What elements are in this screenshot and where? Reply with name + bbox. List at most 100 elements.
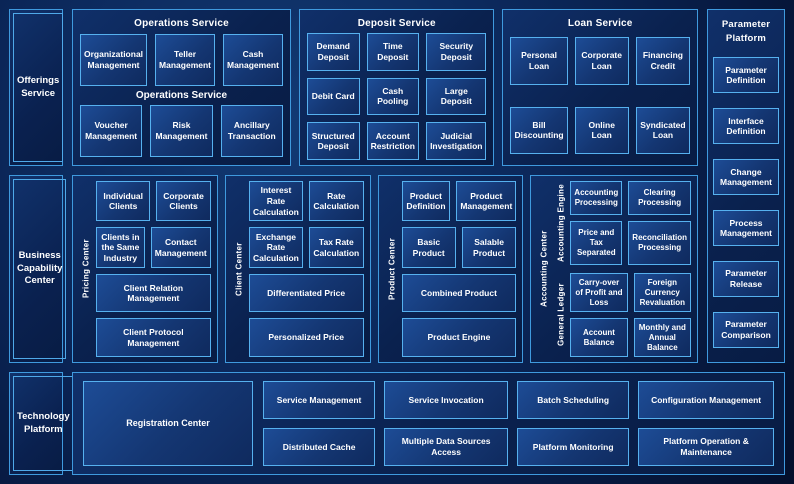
accounting-engine-grid: Accounting Processing Clearing Processin… bbox=[570, 181, 691, 265]
product-center-panel: Product Center Product Definition Produc… bbox=[377, 175, 524, 363]
node-exchange-rate-calculation: Exchange Rate Calculation bbox=[248, 227, 304, 268]
product-center-body: Product Definition Product Management Ba… bbox=[401, 181, 517, 357]
product-wide-row-1: Combined Product bbox=[401, 273, 517, 313]
node-service-invocation: Service Invocation bbox=[384, 381, 509, 419]
node-personalized-price: Personalized Price bbox=[248, 318, 364, 357]
node-structured-deposit: Structured Deposit bbox=[306, 122, 360, 160]
node-change-management: Change Management bbox=[713, 159, 779, 196]
offerings-service-label: Offerings Service bbox=[13, 13, 64, 162]
pricing-pair-row-1: Individual Clients Corporate Clients bbox=[96, 181, 211, 222]
offerings-band: Operations Service Organizational Manage… bbox=[72, 9, 699, 166]
node-rate-calculation: Rate Calculation bbox=[309, 181, 364, 222]
operations-service-mid-label: Operations Service bbox=[135, 90, 228, 101]
node-demand-deposit: Demand Deposit bbox=[306, 33, 360, 71]
node-service-management: Service Management bbox=[263, 381, 376, 419]
node-corporate-loan: Corporate Loan bbox=[574, 37, 629, 85]
pricing-wide-row-1: Client Relation Management bbox=[96, 273, 211, 313]
node-salable-product: Salable Product bbox=[461, 227, 517, 268]
node-differentiated-price: Differentiated Price bbox=[248, 273, 364, 313]
node-risk-management: Risk Management bbox=[150, 105, 213, 157]
client-pair-row-2: Exchange Rate Calculation Tax Rate Calcu… bbox=[248, 227, 364, 268]
accounting-center-side-label: Accounting Center bbox=[539, 230, 549, 308]
node-security-deposit: Security Deposit bbox=[426, 33, 487, 71]
general-ledger-group: General Ledger Carry-over of Profit and … bbox=[554, 273, 691, 357]
node-platform-monitoring: Platform Monitoring bbox=[517, 428, 630, 466]
node-large-deposit: Large Deposit bbox=[426, 77, 487, 116]
client-wide-row-1: Differentiated Price bbox=[248, 273, 364, 313]
pricing-wide-row-2: Client Protocol Management bbox=[96, 318, 211, 357]
pricing-center-side-label: Pricing Center bbox=[81, 239, 91, 299]
client-wide-row-2: Personalized Price bbox=[248, 318, 364, 357]
client-center-panel: Client Center Interest Rate Calculation … bbox=[224, 175, 371, 363]
node-parameter-comparison: Parameter Comparison bbox=[713, 312, 779, 349]
product-center-side-label: Product Center bbox=[387, 238, 397, 300]
node-account-restriction: Account Restriction bbox=[366, 122, 420, 160]
node-debit-card: Debit Card bbox=[306, 77, 360, 116]
node-combined-product: Combined Product bbox=[401, 273, 517, 313]
node-registration-center: Registration Center bbox=[83, 381, 253, 466]
general-ledger-grid: Carry-over of Profit and Loss Foreign Cu… bbox=[570, 273, 691, 357]
node-voucher-management: Voucher Management bbox=[80, 105, 143, 157]
accounting-engine-label: Accounting Engine bbox=[556, 184, 566, 262]
node-client-protocol-management: Client Protocol Management bbox=[96, 318, 211, 357]
deposit-grid: Demand Deposit Time Deposit Security Dep… bbox=[306, 33, 487, 160]
node-product-management: Product Management bbox=[456, 181, 517, 222]
node-foreign-currency-revaluation: Foreign Currency Revaluation bbox=[633, 273, 691, 312]
node-parameter-release: Parameter Release bbox=[713, 261, 779, 298]
product-pair-row-2: Basic Product Salable Product bbox=[401, 227, 517, 268]
client-center-side-label: Client Center bbox=[234, 242, 244, 296]
node-organizational-management: Organizational Management bbox=[80, 34, 148, 86]
node-basic-product: Basic Product bbox=[401, 227, 456, 268]
business-capability-label: Business Capability Center bbox=[13, 179, 67, 359]
node-configuration-management: Configuration Management bbox=[638, 381, 774, 419]
parameter-platform-panel: Parameter Platform Parameter Definition … bbox=[707, 9, 785, 363]
business-capability-sidebar: Business Capability Center bbox=[9, 175, 67, 363]
business-capability-band: Pricing Center Individual Clients Corpor… bbox=[72, 175, 698, 363]
node-monthly-annual-balance: Monthly and Annual Balance bbox=[633, 318, 691, 357]
technology-platform-sidebar: Technology Platform bbox=[9, 372, 74, 475]
node-clients-same-industry: Clients in the Same Industry bbox=[96, 227, 145, 268]
node-process-management: Process Management bbox=[713, 210, 779, 247]
operations-service-title: Operations Service bbox=[134, 18, 229, 29]
node-distributed-cache: Distributed Cache bbox=[263, 428, 376, 466]
node-platform-operation-maintenance: Platform Operation & Maintenance bbox=[638, 428, 774, 466]
node-accounting-processing: Accounting Processing bbox=[570, 181, 623, 215]
node-reconciliation-processing: Reconciliation Processing bbox=[628, 221, 691, 265]
deposit-service-panel: Deposit Service Demand Deposit Time Depo… bbox=[298, 9, 495, 166]
parameter-platform-boxes: Parameter Definition Interface Definitio… bbox=[713, 49, 779, 358]
product-wide-row-2: Product Engine bbox=[401, 318, 517, 357]
node-cash-management: Cash Management bbox=[223, 34, 283, 86]
tech-col-3: Batch Scheduling Platform Monitoring bbox=[517, 381, 630, 466]
node-judicial-investigation: Judicial Investigation bbox=[426, 122, 487, 160]
node-client-relation-management: Client Relation Management bbox=[96, 273, 211, 313]
node-interest-rate-calculation: Interest Rate Calculation bbox=[248, 181, 304, 222]
node-online-loan: Online Loan bbox=[574, 106, 629, 154]
node-bill-discounting: Bill Discounting bbox=[510, 106, 568, 154]
pricing-pair-row-2: Clients in the Same Industry Contact Man… bbox=[96, 227, 211, 268]
tech-col-4: Configuration Management Platform Operat… bbox=[638, 381, 774, 466]
loan-grid: Personal Loan Corporate Loan Financing C… bbox=[510, 37, 691, 154]
deposit-service-title: Deposit Service bbox=[357, 18, 436, 29]
operations-row-2: Voucher Management Risk Management Ancil… bbox=[80, 105, 283, 157]
node-cash-pooling: Cash Pooling bbox=[366, 77, 420, 116]
loan-service-panel: Loan Service Personal Loan Corporate Loa… bbox=[502, 9, 699, 166]
node-parameter-definition: Parameter Definition bbox=[713, 57, 779, 94]
node-teller-management: Teller Management bbox=[155, 34, 215, 86]
node-product-definition: Product Definition bbox=[401, 181, 451, 222]
node-ancillary-transaction: Ancillary Transaction bbox=[220, 105, 283, 157]
pricing-center-panel: Pricing Center Individual Clients Corpor… bbox=[72, 175, 218, 363]
node-tax-rate-calculation: Tax Rate Calculation bbox=[309, 227, 364, 268]
tech-col-2: Service Invocation Multiple Data Sources… bbox=[384, 381, 509, 466]
client-center-body: Interest Rate Calculation Rate Calculati… bbox=[248, 181, 364, 357]
node-personal-loan: Personal Loan bbox=[510, 37, 568, 85]
node-syndicated-loan: Syndicated Loan bbox=[635, 106, 691, 154]
product-pair-row-1: Product Definition Product Management bbox=[401, 181, 517, 222]
offerings-service-sidebar: Offerings Service bbox=[9, 9, 64, 166]
tech-col-1: Service Management Distributed Cache bbox=[263, 381, 376, 466]
node-corporate-clients: Corporate Clients bbox=[156, 181, 211, 222]
node-contact-management: Contact Management bbox=[150, 227, 211, 268]
node-financing-credit: Financing Credit bbox=[635, 37, 691, 85]
technology-platform-label: Technology Platform bbox=[13, 376, 74, 471]
client-pair-row-1: Interest Rate Calculation Rate Calculati… bbox=[248, 181, 364, 222]
